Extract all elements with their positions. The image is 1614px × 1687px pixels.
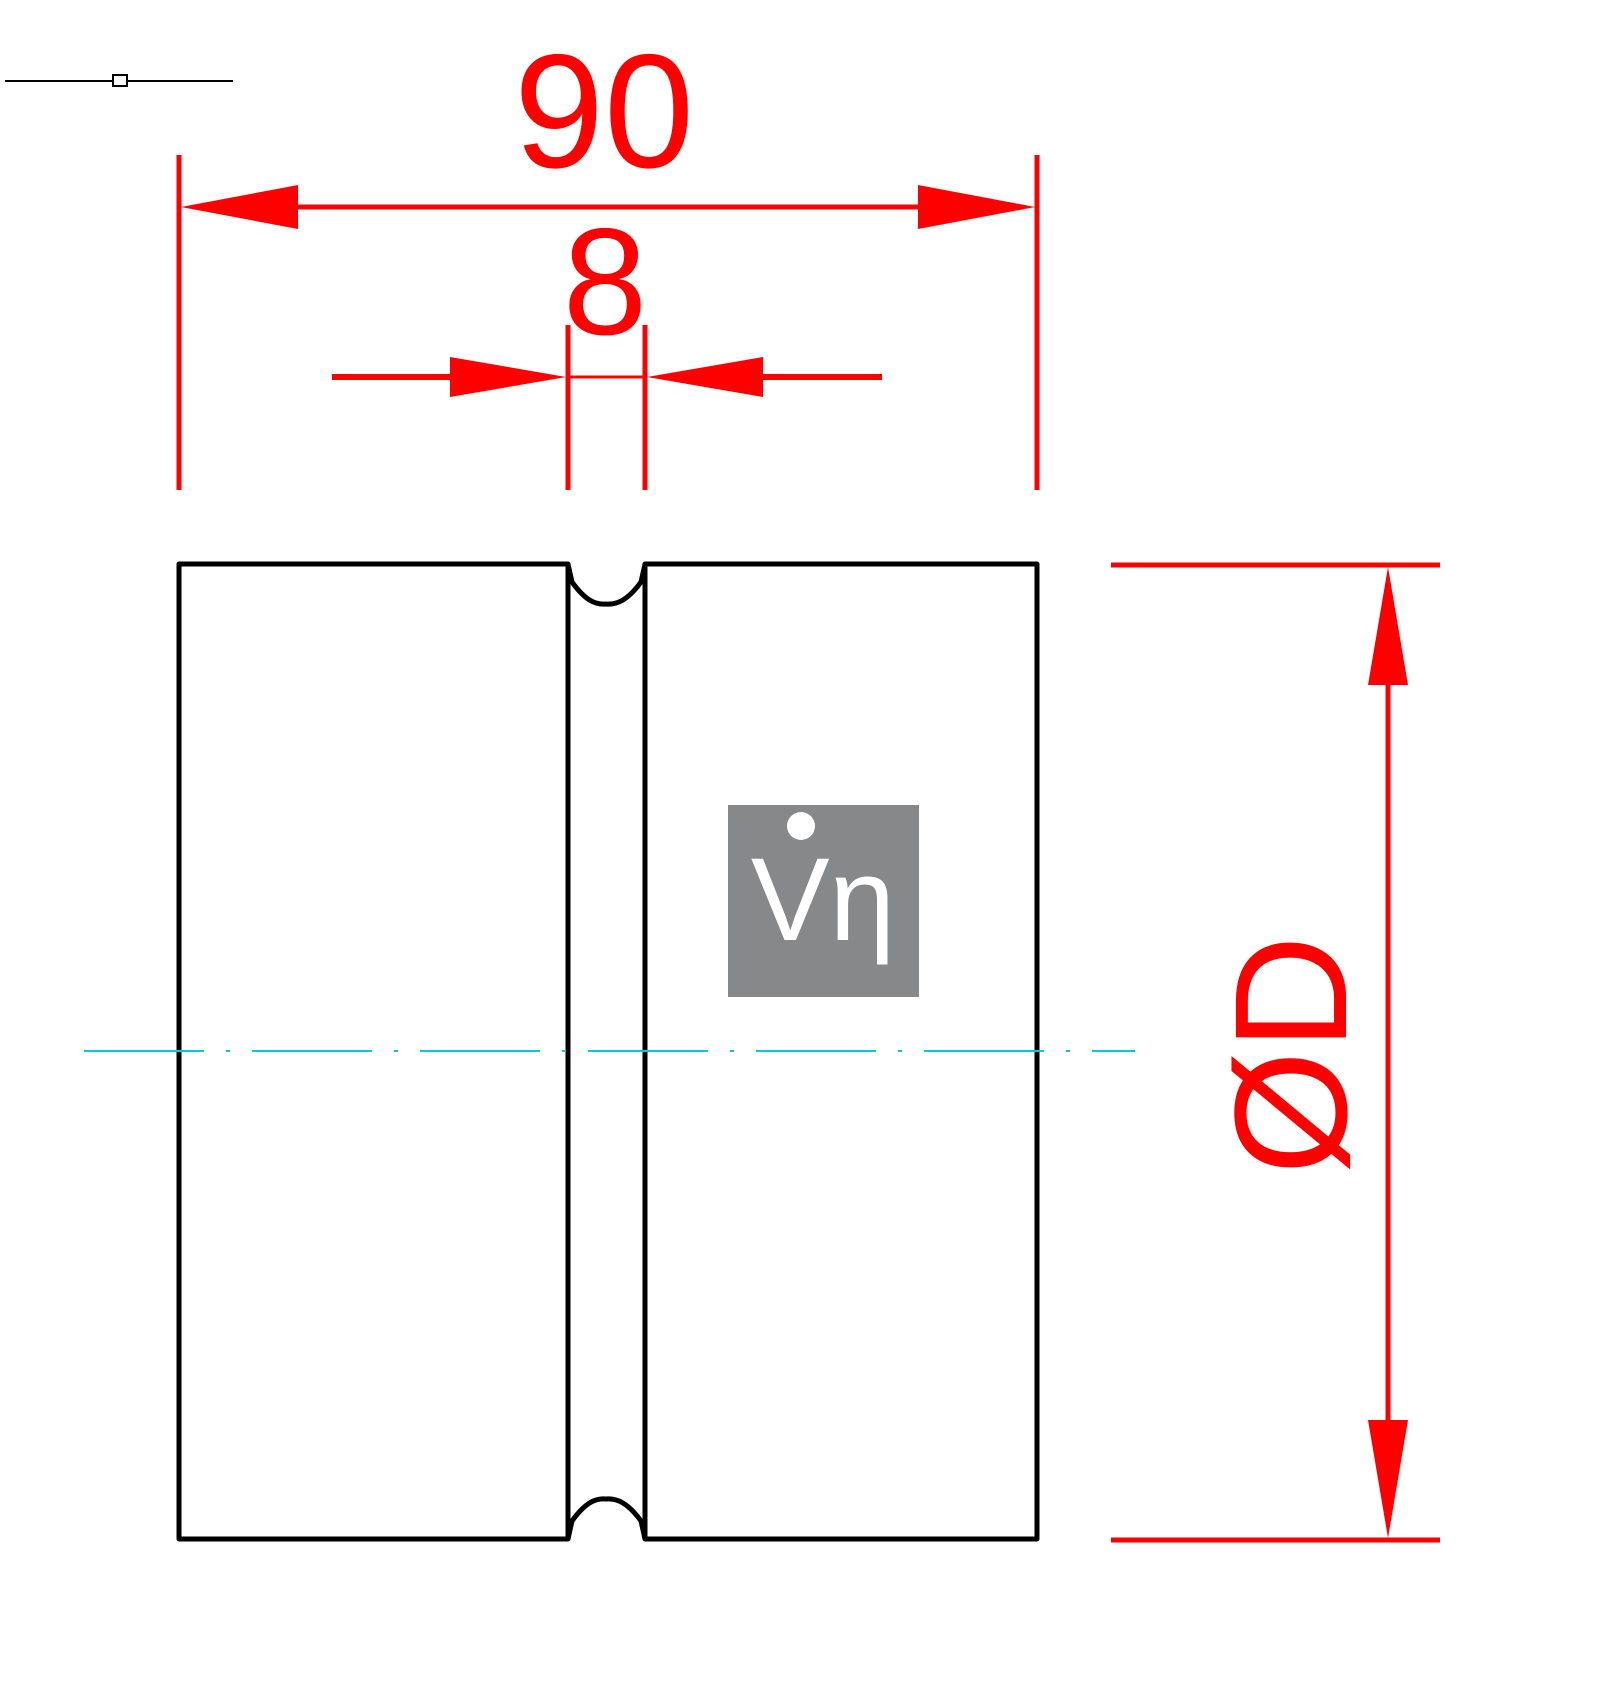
logo-dot-icon xyxy=(787,812,815,840)
groove-top-profile xyxy=(565,563,648,607)
diameter-arrowhead-bottom xyxy=(1368,1420,1408,1538)
overall-width-dimension xyxy=(176,155,1040,490)
overall-width-label: 90 xyxy=(514,21,694,202)
logo-background xyxy=(728,805,919,997)
diameter-dimension xyxy=(1111,562,1440,1543)
groove-arrowhead-left xyxy=(450,357,566,397)
groove-width-dimension xyxy=(332,325,882,490)
crosshair-marker-icon xyxy=(5,74,233,87)
groove-bottom-profile xyxy=(565,1496,648,1540)
groove-width-label: 8 xyxy=(563,197,648,367)
diameter-label: ØD xyxy=(1201,935,1380,1175)
arrowhead-right xyxy=(918,185,1035,229)
watermark-logo: Vη xyxy=(728,805,919,997)
groove-arrowhead-right xyxy=(647,357,763,397)
diameter-arrowhead-top xyxy=(1368,567,1408,685)
logo-mark: Vη xyxy=(751,834,895,966)
arrowhead-left xyxy=(181,185,298,229)
